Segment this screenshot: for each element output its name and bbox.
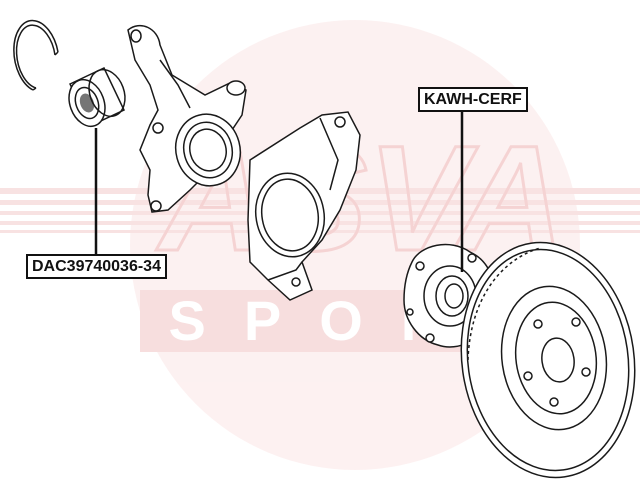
brake-disc bbox=[460, 241, 636, 479]
bearing-part-number-label: DAC39740036-34 bbox=[26, 254, 167, 279]
brake-dust-shield bbox=[247, 111, 361, 301]
wheel-bearing bbox=[68, 67, 126, 128]
snap-ring bbox=[13, 19, 59, 91]
hub-part-number-label: KAWH-CERF bbox=[418, 87, 528, 112]
wheel-hub bbox=[403, 243, 496, 348]
steering-knuckle bbox=[127, 24, 247, 213]
